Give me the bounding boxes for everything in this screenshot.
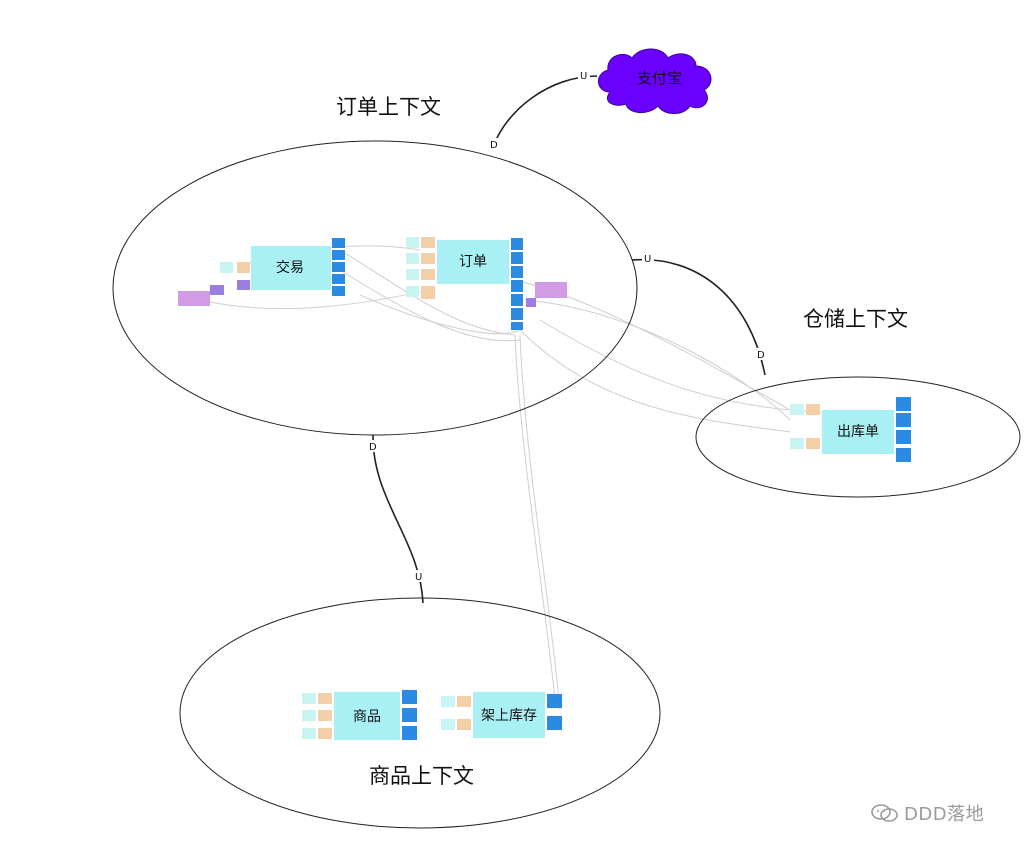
command-sticky (318, 693, 332, 704)
shelf-stock-aggregate-label: 架上库存 (481, 708, 537, 724)
actor-sticky (302, 728, 316, 739)
command-sticky (806, 404, 820, 415)
order-aggregate-label: 订单 (459, 254, 487, 270)
event-sticky (896, 397, 911, 411)
event-sticky (511, 252, 523, 264)
flow-lines (199, 245, 896, 711)
flow-line (339, 269, 521, 342)
downstream-marker: D (757, 350, 765, 361)
shelf-stock-aggregate-group: 架上库存 (441, 692, 562, 738)
event-sticky (896, 430, 911, 444)
actor-sticky (406, 253, 419, 264)
shelf-stock-aggregate (473, 692, 545, 738)
downstream-marker: D (490, 140, 498, 151)
alipay-label: 支付宝 (637, 69, 682, 87)
event-sticky (402, 708, 417, 722)
policy-sticky (210, 285, 224, 295)
event-sticky (402, 726, 417, 740)
product-context-title: 商品上下文 (369, 764, 474, 788)
upstream-marker: U (644, 254, 651, 265)
flow-line (514, 334, 556, 701)
upstream-marker: U (415, 572, 422, 583)
relation-markers: U D U D D U (367, 69, 767, 583)
outbound-aggregate-group: 出库单 (790, 397, 911, 462)
event-sticky (332, 274, 345, 284)
relation-order-alipay (491, 75, 598, 151)
flow-line (524, 299, 791, 421)
order-aggregate-group: 订单 (406, 237, 567, 330)
outbound-aggregate-label: 出库单 (837, 424, 879, 440)
event-sticky (511, 238, 523, 250)
event-sticky (511, 280, 523, 292)
product-aggregate-group: 商品 (302, 690, 417, 740)
event-sticky (547, 716, 562, 730)
command-sticky (421, 269, 435, 280)
event-sticky (511, 308, 523, 320)
product-aggregate-label: 商品 (353, 709, 381, 725)
alipay-cloud: 支付宝 (598, 48, 712, 114)
flow-line (199, 289, 431, 310)
command-sticky (457, 719, 471, 730)
order-context-boundary (112, 140, 638, 436)
wechat-icon (871, 804, 898, 822)
actor-sticky (220, 262, 233, 273)
event-sticky (511, 294, 523, 306)
actor-sticky (406, 269, 419, 280)
command-sticky (806, 438, 820, 449)
command-sticky (318, 710, 332, 721)
event-sticky (402, 690, 417, 704)
order-aggregate (437, 240, 509, 284)
event-sticky (896, 448, 911, 462)
watermark-text: DDD落地 (904, 804, 985, 825)
flow-line (514, 279, 791, 411)
flow-line (519, 334, 561, 711)
command-sticky (421, 286, 435, 299)
upstream-marker: U (580, 71, 587, 82)
event-sticky (896, 413, 911, 427)
external-system-sticky (178, 291, 210, 306)
command-sticky (421, 237, 435, 248)
command-sticky (318, 728, 332, 739)
outbound-aggregate (822, 410, 894, 454)
actor-sticky (441, 696, 455, 707)
policy-sticky (526, 298, 536, 307)
command-sticky (421, 253, 435, 264)
cloud-shape (598, 48, 712, 114)
event-sticky (511, 266, 523, 278)
actor-sticky (406, 286, 419, 297)
warehouse-context-title: 仓储上下文 (803, 307, 908, 331)
flow-line (339, 249, 516, 336)
product-context-boundary (179, 597, 661, 829)
actor-sticky (790, 438, 804, 449)
flow-line (359, 294, 521, 335)
actor-sticky (406, 237, 419, 248)
event-sticky (332, 250, 345, 260)
actor-sticky (790, 404, 804, 415)
trade-aggregate-label: 交易 (276, 259, 304, 276)
actor-sticky (441, 719, 455, 730)
command-sticky (237, 262, 250, 273)
flow-line (519, 329, 791, 433)
external-system-sticky (535, 282, 567, 298)
event-sticky (511, 322, 523, 330)
watermark: DDD落地 (868, 798, 1018, 828)
actor-sticky (302, 693, 316, 704)
event-sticky (332, 286, 345, 296)
product-aggregate (334, 692, 400, 740)
actor-sticky (302, 710, 316, 721)
policy-sticky (237, 280, 250, 290)
context-relations (372, 75, 766, 604)
relation-order-warehouse (631, 258, 766, 376)
event-sticky (547, 694, 562, 708)
downstream-marker: D (369, 442, 377, 453)
trade-aggregate-group: 交易 (178, 238, 345, 306)
order-context-title: 订单上下文 (336, 95, 441, 119)
event-sticky (332, 262, 345, 272)
event-sticky (332, 238, 345, 248)
command-sticky (457, 696, 471, 707)
warehouse-context-boundary (695, 376, 1021, 498)
trade-aggregate (251, 246, 331, 290)
